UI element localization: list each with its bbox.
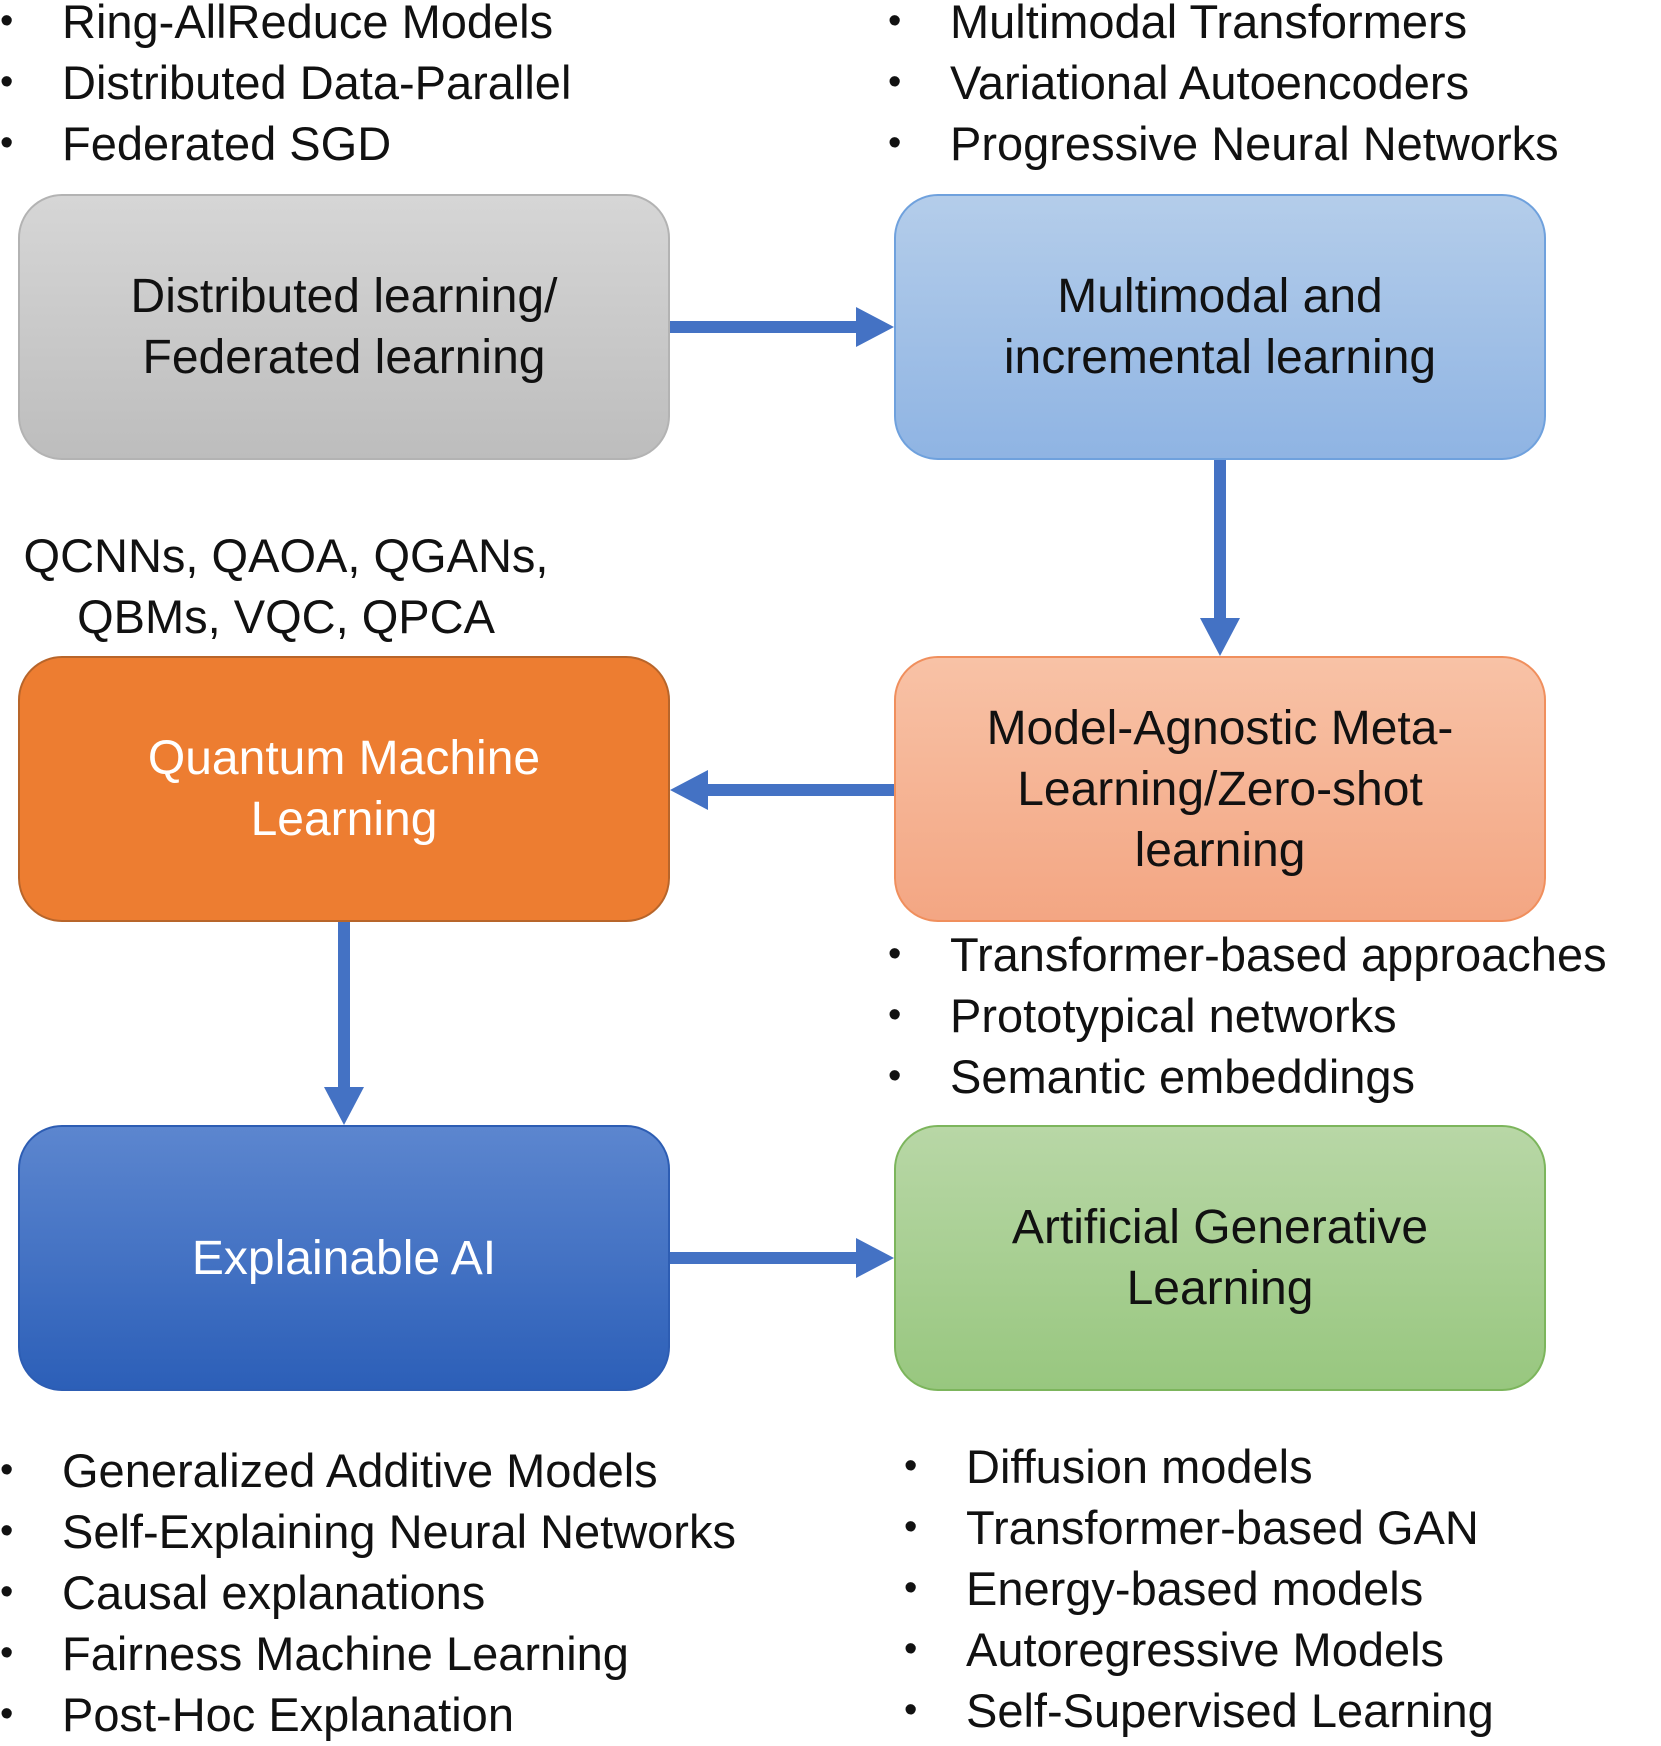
list-item: Variational Autoencoders bbox=[888, 52, 1559, 113]
arrow-meta-to-quantum bbox=[670, 770, 894, 810]
xai-methods-list: Generalized Additive Models Self-Explain… bbox=[0, 1440, 736, 1745]
list-item: Semantic embeddings bbox=[888, 1046, 1607, 1107]
list-item: Multimodal Transformers bbox=[888, 0, 1559, 52]
list-item: Energy-based models bbox=[904, 1558, 1494, 1619]
distributed-learning-box: Distributed learning/ Federated learning bbox=[18, 194, 670, 460]
distributed-methods-list: Ring-AllReduce Models Distributed Data-P… bbox=[0, 0, 571, 174]
list-item: Federated SGD bbox=[0, 113, 571, 174]
quantum-methods-line: QCNNs, QAOA, QGANs, bbox=[23, 529, 549, 582]
quantum-methods-line: QBMs, VQC, QPCA bbox=[77, 590, 495, 643]
arrow-xai-to-generative bbox=[670, 1238, 894, 1278]
list-item: Diffusion models bbox=[904, 1436, 1494, 1497]
list-item: Progressive Neural Networks bbox=[888, 113, 1559, 174]
list-item: Causal explanations bbox=[0, 1562, 736, 1623]
meta-learning-methods-list: Transformer-based approaches Prototypica… bbox=[888, 924, 1607, 1107]
list-item: Autoregressive Models bbox=[904, 1619, 1494, 1680]
explainable-ai-box: Explainable AI bbox=[18, 1125, 670, 1391]
multimodal-learning-box: Multimodal and incremental learning bbox=[894, 194, 1546, 460]
quantum-methods-text: QCNNs, QAOA, QGANs, QBMs, VQC, QPCA bbox=[0, 525, 572, 647]
list-item: Transformer-based approaches bbox=[888, 924, 1607, 985]
list-item: Distributed Data-Parallel bbox=[0, 52, 571, 113]
box-label: Learning bbox=[1126, 1262, 1314, 1315]
list-item: Self-Supervised Learning bbox=[904, 1680, 1494, 1741]
quantum-machine-learning-box: Quantum Machine Learning bbox=[18, 656, 670, 922]
generative-learning-box: Artificial Generative Learning bbox=[894, 1125, 1546, 1391]
list-item: Self-Explaining Neural Networks bbox=[0, 1501, 736, 1562]
arrow-quantum-to-xai bbox=[324, 922, 364, 1125]
list-item: Generalized Additive Models bbox=[0, 1440, 736, 1501]
list-item: Prototypical networks bbox=[888, 985, 1607, 1046]
box-label: Distributed learning/ bbox=[130, 270, 558, 323]
box-label: Quantum Machine bbox=[147, 732, 541, 785]
arrow-multimodal-to-meta bbox=[1200, 460, 1240, 656]
list-item: Fairness Machine Learning bbox=[0, 1623, 736, 1684]
list-item: Post-Hoc Explanation bbox=[0, 1684, 736, 1745]
box-label: Learning bbox=[250, 793, 438, 846]
meta-learning-box: Model-Agnostic Meta- Learning/Zero-shot … bbox=[894, 656, 1546, 922]
list-item: Ring-AllReduce Models bbox=[0, 0, 571, 52]
box-label: Learning/Zero-shot bbox=[1017, 762, 1423, 816]
box-label: Model-Agnostic Meta- bbox=[986, 701, 1454, 755]
list-item: Transformer-based GAN bbox=[904, 1497, 1494, 1558]
generative-methods-list: Diffusion models Transformer-based GAN E… bbox=[904, 1436, 1494, 1741]
multimodal-methods-list: Multimodal Transformers Variational Auto… bbox=[888, 0, 1559, 174]
box-label: Artificial Generative bbox=[1011, 1201, 1429, 1254]
box-label: Explainable AI bbox=[191, 1231, 497, 1285]
box-label: Multimodal and bbox=[1057, 270, 1383, 323]
box-label: learning bbox=[1134, 823, 1306, 877]
box-label: Federated learning bbox=[142, 331, 546, 384]
arrow-distributed-to-multimodal bbox=[670, 307, 894, 347]
box-label: incremental learning bbox=[1003, 331, 1437, 384]
